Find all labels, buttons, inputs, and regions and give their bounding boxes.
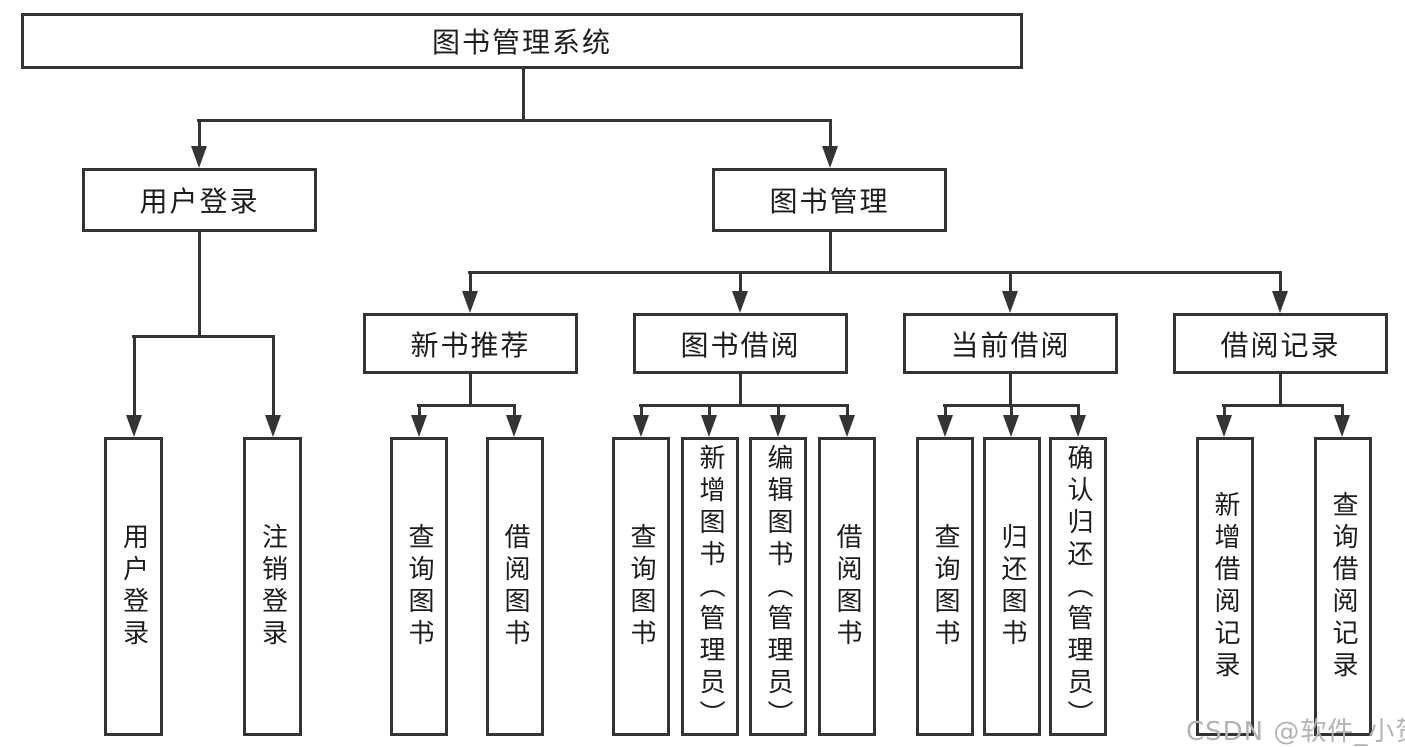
connector-line xyxy=(708,405,711,419)
arrowhead-down-icon xyxy=(126,415,142,437)
connector-line xyxy=(1077,405,1080,419)
leaf-query-book-1-label: 查询图书 xyxy=(404,522,434,651)
connector-line xyxy=(1009,272,1012,295)
node-borrow-records: 借阅记录 xyxy=(1173,313,1388,374)
leaf-edit-book-admin: 编辑图书（管理员） xyxy=(749,437,807,736)
arrowhead-down-icon xyxy=(265,415,281,437)
connector-line xyxy=(639,404,849,407)
node-book-borrow-label: 图书借阅 xyxy=(680,328,801,362)
leaf-query-book-3: 查询图书 xyxy=(916,437,974,736)
node-new-book-recommend: 新书推荐 xyxy=(363,313,578,374)
leaf-query-book-2: 查询图书 xyxy=(612,437,670,736)
arrowhead-down-icon xyxy=(701,415,717,437)
connector-line xyxy=(777,405,780,419)
connector-line xyxy=(829,232,832,274)
connector-line xyxy=(1341,405,1344,419)
arrowhead-down-icon xyxy=(822,146,838,168)
connector-line xyxy=(468,271,1282,274)
leaf-add-book-admin: 新增图书（管理员） xyxy=(681,437,739,736)
arrowhead-down-icon xyxy=(1216,415,1232,437)
leaf-logout-label: 注销登录 xyxy=(257,522,288,651)
leaf-logout: 注销登录 xyxy=(243,437,302,736)
leaf-query-book-3-label: 查询图书 xyxy=(930,522,960,651)
arrowhead-down-icon xyxy=(1272,291,1288,313)
leaf-borrow-book-2-label: 借阅图书 xyxy=(832,522,862,651)
arrowhead-down-icon xyxy=(1070,415,1086,437)
connector-line xyxy=(1222,404,1344,407)
leaf-query-book-2-label: 查询图书 xyxy=(626,522,656,651)
leaf-borrow-book-1-label: 借阅图书 xyxy=(500,522,530,651)
connector-line xyxy=(829,120,832,150)
connector-line xyxy=(132,335,275,338)
arrowhead-down-icon xyxy=(1003,415,1019,437)
connector-line xyxy=(469,272,472,295)
arrowhead-down-icon xyxy=(633,415,649,437)
leaf-add-borrow-record: 新增借阅记录 xyxy=(1196,437,1254,736)
leaf-query-book-1: 查询图书 xyxy=(390,437,448,736)
connector-line xyxy=(846,405,849,419)
connector-line xyxy=(1279,374,1282,406)
leaf-return-book-label: 归还图书 xyxy=(997,522,1027,651)
connector-line xyxy=(197,119,832,122)
leaf-return-book: 归还图书 xyxy=(983,437,1041,736)
arrowhead-down-icon xyxy=(1334,415,1350,437)
node-book-management-label: 图书管理 xyxy=(769,185,890,218)
connector-line xyxy=(1279,272,1282,295)
leaf-borrow-book-1: 借阅图书 xyxy=(486,437,544,736)
connector-line xyxy=(1223,405,1226,419)
arrowhead-down-icon xyxy=(191,146,207,168)
node-root: 图书管理系统 xyxy=(21,13,1023,69)
arrowhead-down-icon xyxy=(732,291,748,313)
leaf-edit-book-admin-label: 编辑图书（管理员） xyxy=(763,443,793,732)
leaf-query-borrow-record: 查询借阅记录 xyxy=(1314,437,1372,736)
connector-line xyxy=(1009,374,1012,406)
node-new-book-recommend-label: 新书推荐 xyxy=(410,328,531,362)
connector-line xyxy=(522,69,525,121)
connector-line xyxy=(944,405,947,419)
leaf-add-borrow-record-label: 新增借阅记录 xyxy=(1210,490,1240,683)
connector-line xyxy=(198,232,201,338)
leaf-confirm-return-admin: 确认归还（管理员） xyxy=(1049,437,1107,736)
connector-line xyxy=(417,404,516,407)
arrowhead-down-icon xyxy=(770,415,786,437)
connector-line xyxy=(640,405,643,419)
arrowhead-down-icon xyxy=(411,415,427,437)
arrowhead-down-icon xyxy=(1002,291,1018,313)
leaf-borrow-book-2: 借阅图书 xyxy=(818,437,876,736)
node-current-borrow-label: 当前借阅 xyxy=(950,328,1071,362)
csdn-watermark: CSDN @软件_小贺同学 xyxy=(1186,717,1405,747)
leaf-query-borrow-record-label: 查询借阅记录 xyxy=(1328,490,1358,683)
leaf-add-book-admin-label: 新增图书（管理员） xyxy=(695,443,725,732)
node-user-login: 用户登录 xyxy=(82,168,317,232)
arrowhead-down-icon xyxy=(839,415,855,437)
arrowhead-down-icon xyxy=(937,415,953,437)
leaf-user-login-label: 用户登录 xyxy=(118,522,149,651)
node-user-login-label: 用户登录 xyxy=(139,185,260,218)
connector-line xyxy=(739,272,742,295)
connector-line xyxy=(272,336,275,419)
connector-line xyxy=(198,120,201,150)
node-borrow-records-label: 借阅记录 xyxy=(1220,328,1341,362)
connector-line xyxy=(469,374,472,406)
connector-line xyxy=(513,405,516,419)
connector-line xyxy=(1010,405,1013,419)
connector-line xyxy=(418,405,421,419)
arrowhead-down-icon xyxy=(506,415,522,437)
connector-line xyxy=(133,336,136,419)
leaf-confirm-return-admin-label: 确认归还（管理员） xyxy=(1063,443,1093,732)
node-book-borrow: 图书借阅 xyxy=(633,313,848,374)
connector-line xyxy=(739,374,742,406)
leaf-user-login: 用户登录 xyxy=(104,437,163,736)
arrowhead-down-icon xyxy=(462,291,478,313)
node-book-management: 图书管理 xyxy=(712,168,947,232)
connector-line xyxy=(943,404,1080,407)
node-current-borrow: 当前借阅 xyxy=(903,313,1118,374)
node-root-label: 图书管理系统 xyxy=(431,26,612,59)
